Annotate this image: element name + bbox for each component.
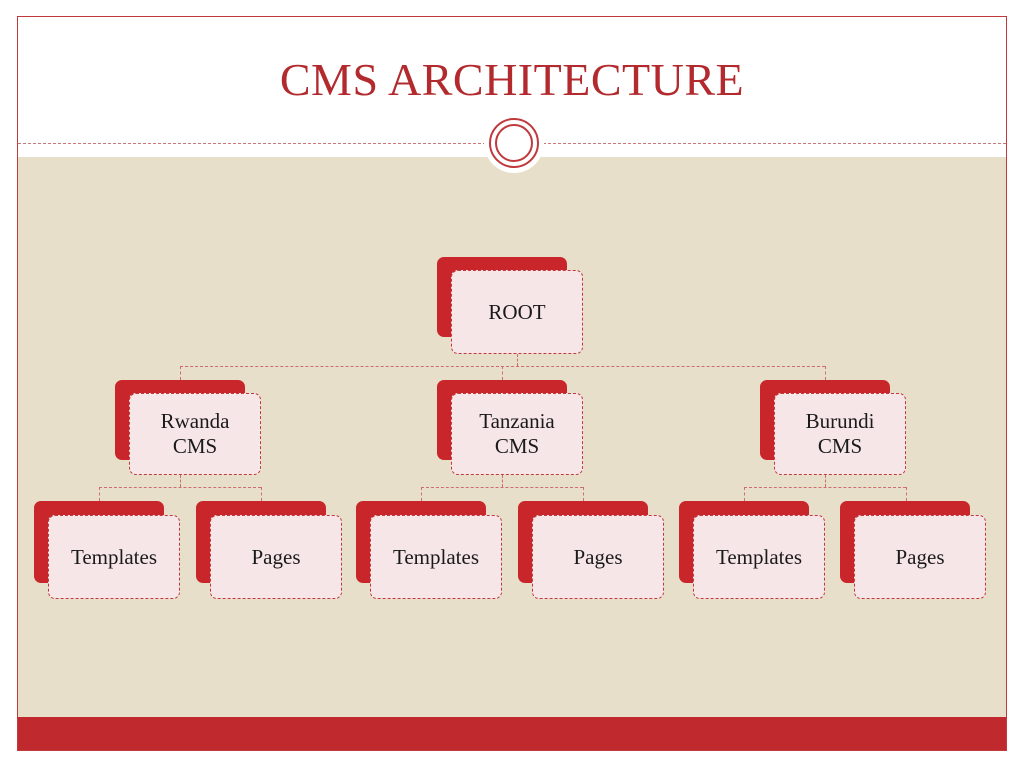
node-root-box: ROOT [451,270,583,354]
connector-branch-1-child-2 [261,487,262,501]
connector-branch-1-down [180,475,181,487]
node-leaf-label: Pages [251,544,301,569]
node-root-label: ROOT [488,299,546,324]
connector-branch-2-bar [421,487,583,488]
connector-branch-1-child-1 [99,487,100,501]
node-leaf-box: Templates [370,515,502,599]
node-leaf-box: Templates [693,515,825,599]
connector-branch-1-bar [99,487,261,488]
node-leaf-box: Pages [210,515,342,599]
node-branch-2-box: Tanzania CMS [451,393,583,475]
slide-title: CMS ARCHITECTURE [279,54,745,105]
node-leaf-label: Pages [895,544,945,569]
node-branch-3-box: Burundi CMS [774,393,906,475]
connector-branch-3-bar [744,487,906,488]
connector-root-down [517,354,518,366]
node-leaf-box: Pages [532,515,664,599]
connector-branch-2-down [502,475,503,487]
node-leaf-box: Templates [48,515,180,599]
connector-to-branch-2 [502,366,503,380]
connector-branch-2-child-2 [583,487,584,501]
medallion-icon [484,113,544,173]
node-leaf-label: Pages [573,544,623,569]
connector-branch-2-child-1 [421,487,422,501]
node-leaf-label: Templates [71,544,157,569]
connector-branch-3-child-1 [744,487,745,501]
connector-to-branch-3 [825,366,826,380]
connector-to-branch-1 [180,366,181,380]
medallion-inner-ring [495,124,533,162]
connector-branch-3-child-2 [906,487,907,501]
node-branch-1-label: Rwanda CMS [160,409,230,458]
node-branch-1-box: Rwanda CMS [129,393,261,475]
medallion-outer-ring [489,118,539,168]
node-leaf-box: Pages [854,515,986,599]
bottom-accent-bar [18,717,1006,750]
connector-branch-3-down [825,475,826,487]
node-leaf-label: Templates [393,544,479,569]
node-branch-3-label: Burundi CMS [805,409,875,458]
node-leaf-label: Templates [716,544,802,569]
node-branch-2-label: Tanzania CMS [479,409,555,458]
